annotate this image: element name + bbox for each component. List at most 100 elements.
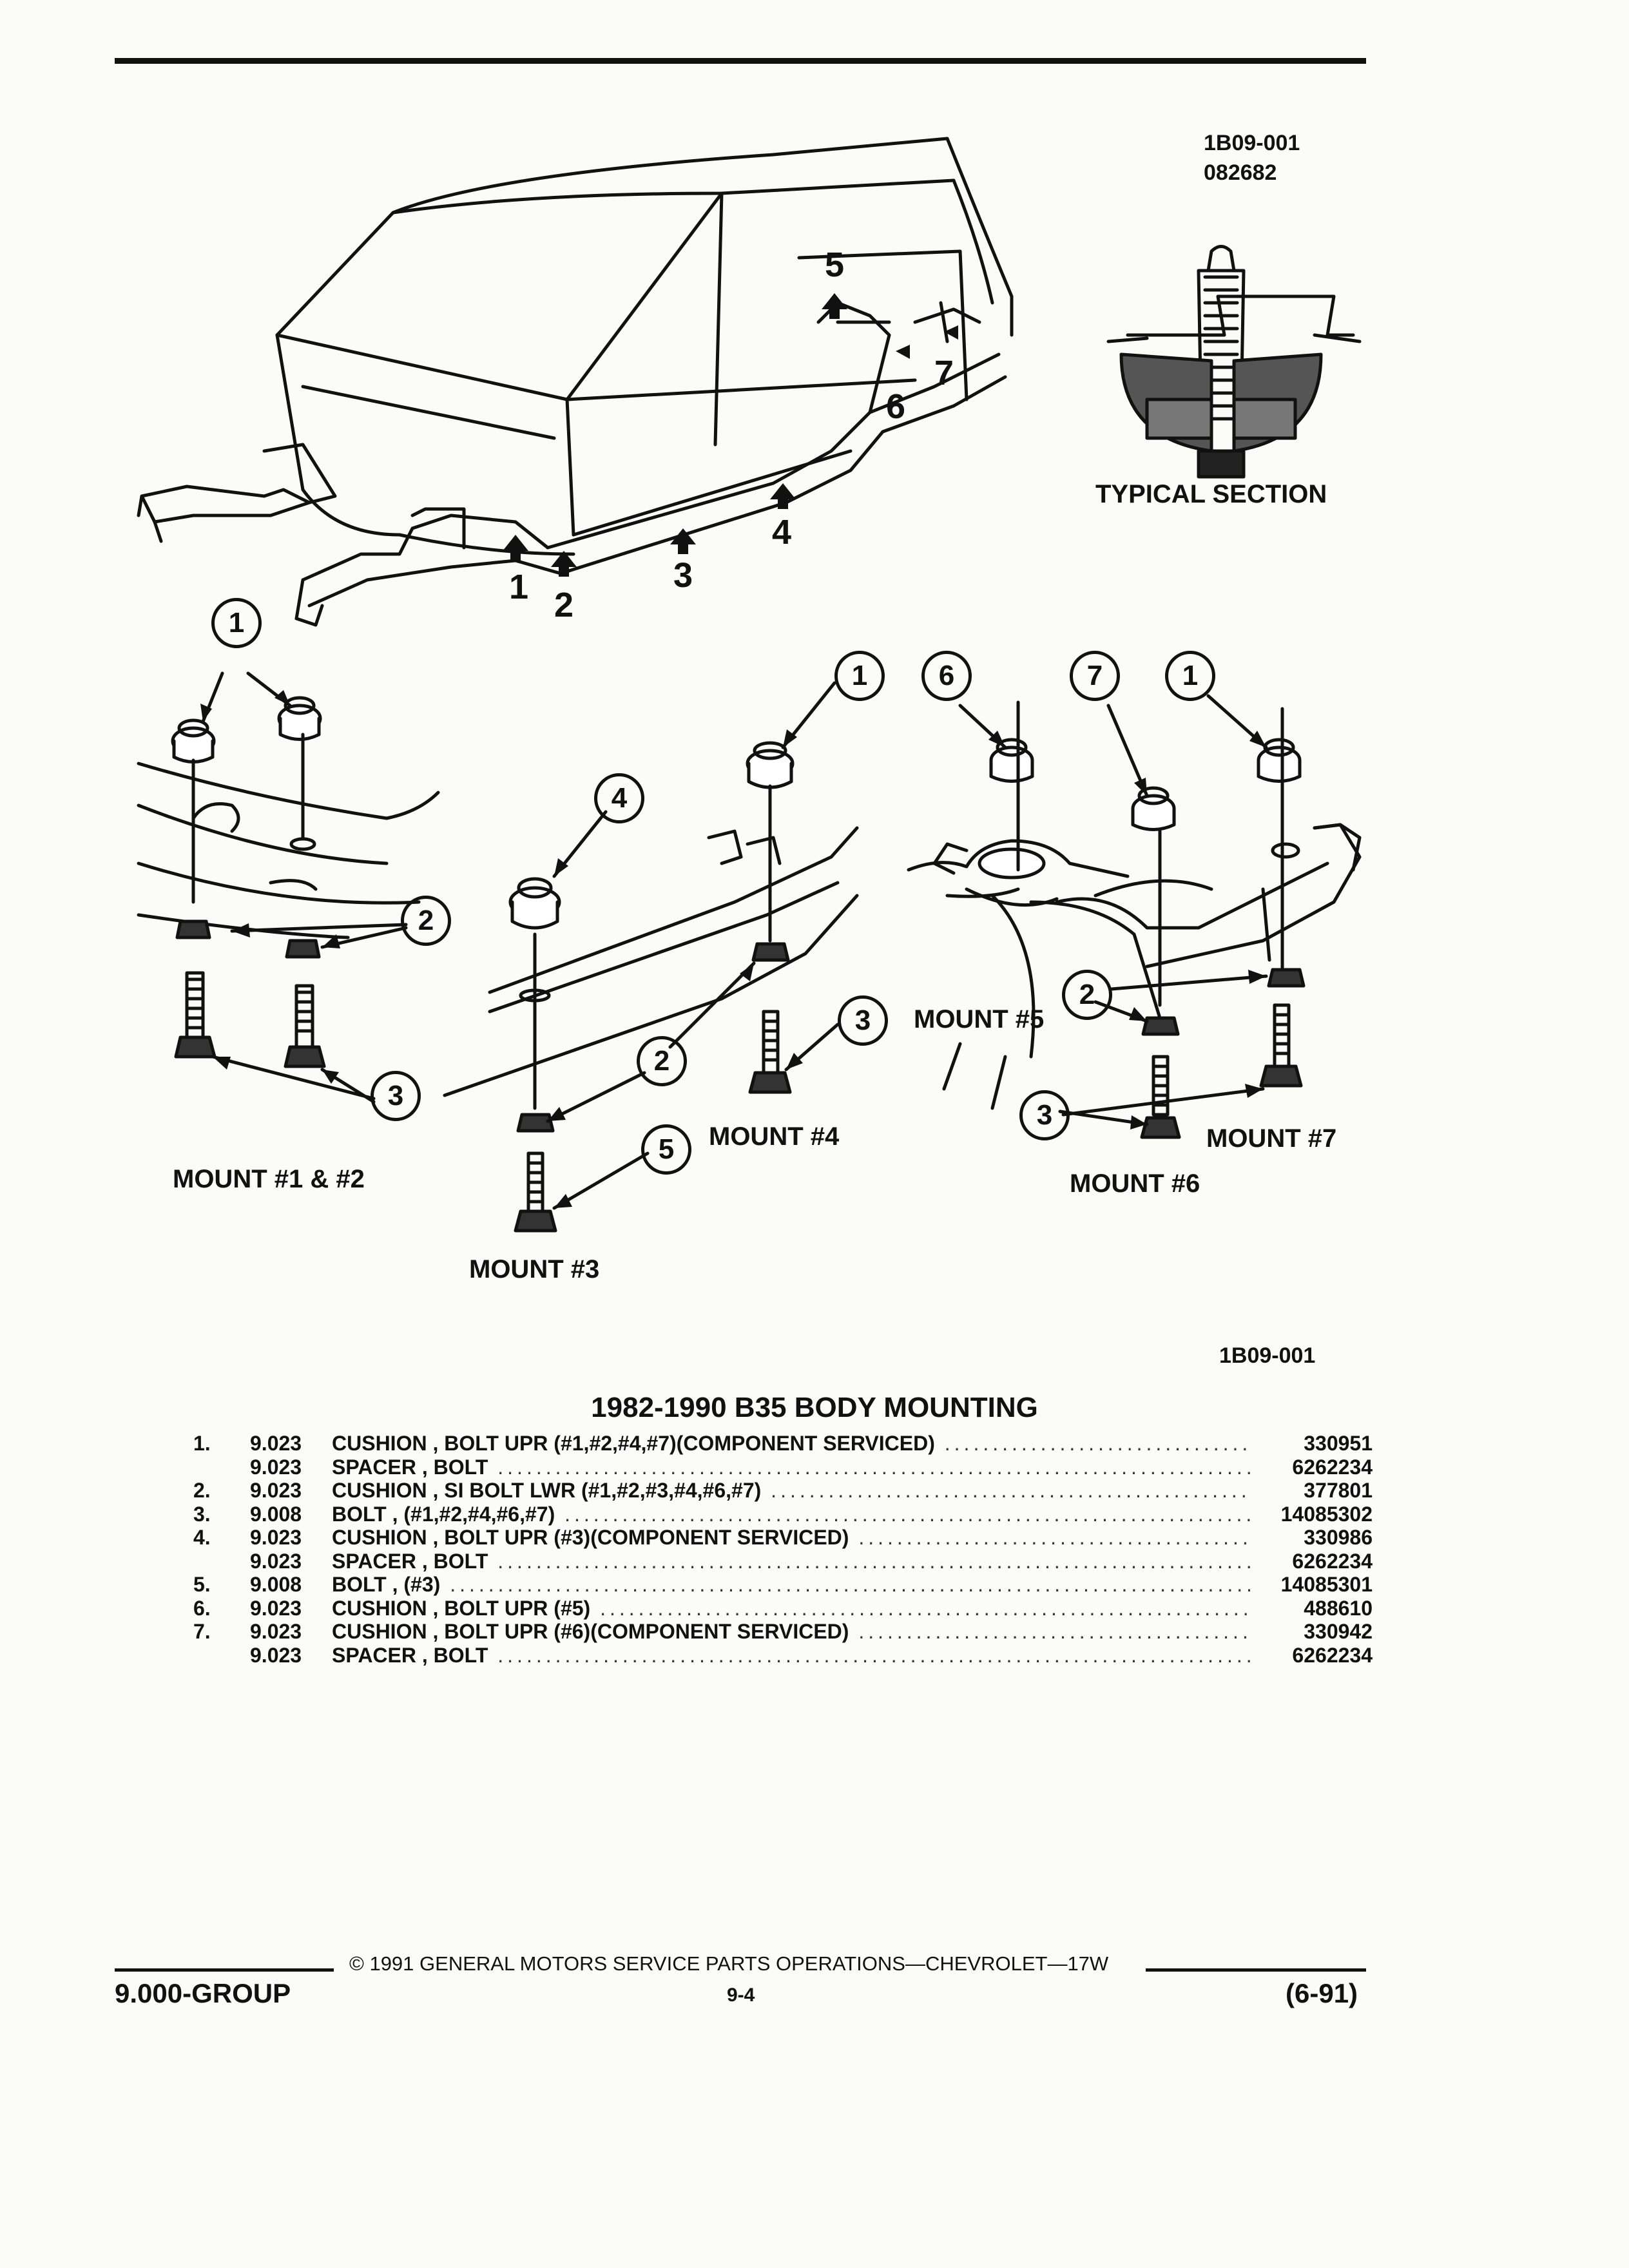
part-description: CUSHION , BOLT UPR (#6)(COMPONENT SERVIC… xyxy=(332,1620,849,1643)
group-number: 9.023 xyxy=(250,1432,302,1455)
group-number: 9.023 xyxy=(250,1526,302,1549)
callout-circle: 2 xyxy=(1062,970,1112,1020)
item-number: 1. xyxy=(193,1432,211,1455)
part-number: 6262234 xyxy=(1292,1455,1373,1479)
callout-number: 1 xyxy=(228,607,245,639)
callout-circle: 6 xyxy=(921,651,972,701)
callout-number: 2 xyxy=(1079,979,1095,1010)
part-description: BOLT , (#3) xyxy=(332,1573,441,1596)
group-number: 9.008 xyxy=(250,1502,302,1526)
mount-4-label: MOUNT #4 xyxy=(709,1122,840,1151)
mount-7-label: MOUNT #7 xyxy=(1206,1124,1337,1153)
footer-copyright: © 1991 GENERAL MOTORS SERVICE PARTS OPER… xyxy=(349,1952,1109,1975)
part-number: 14085302 xyxy=(1280,1502,1373,1526)
footer-rule-right xyxy=(1146,1968,1366,1972)
callout-number: 3 xyxy=(387,1080,404,1111)
item-number: 4. xyxy=(193,1526,211,1549)
footer-rule-left xyxy=(115,1968,334,1972)
group-number: 9.008 xyxy=(250,1573,302,1596)
mount-3-label: MOUNT #3 xyxy=(469,1255,600,1283)
mount-5-6-7-drawing xyxy=(907,694,1362,1139)
part-description: BOLT , (#1,#2,#4,#6,#7) xyxy=(332,1502,555,1526)
mount-5-label: MOUNT #5 xyxy=(914,1005,1045,1033)
vehicle-mount-arrows xyxy=(503,293,958,577)
part-description: SPACER , BOLT xyxy=(332,1643,488,1667)
parts-table-title: 1982-1990 B35 BODY MOUNTING xyxy=(591,1392,1038,1423)
part-number: 6262234 xyxy=(1292,1549,1373,1573)
table-row: 4. 9.023 CUSHION , BOLT UPR (#3)(COMPONE… xyxy=(193,1526,1373,1549)
part-description: SPACER , BOLT xyxy=(332,1549,488,1573)
callout-number: 2 xyxy=(653,1045,670,1077)
typical-section-drawing xyxy=(1106,245,1362,479)
callout-circle: 3 xyxy=(1019,1090,1070,1140)
table-row: 5. 9.008 BOLT , (#3) ...................… xyxy=(193,1573,1373,1596)
vehicle-callout-2: 2 xyxy=(554,586,574,624)
vehicle-callout-7: 7 xyxy=(934,354,954,392)
vehicle-callout-5: 5 xyxy=(825,245,845,284)
footer-group: 9.000-GROUP xyxy=(115,1978,291,2008)
part-number: 330986 xyxy=(1304,1526,1373,1549)
part-number: 377801 xyxy=(1304,1479,1373,1502)
callout-number: 1 xyxy=(851,660,868,691)
callout-number: 7 xyxy=(1086,660,1103,691)
part-description: CUSHION , SI BOLT LWR (#1,#2,#3,#4,#6,#7… xyxy=(332,1479,762,1502)
mount-1-2-drawing xyxy=(137,671,440,1104)
callout-number: 4 xyxy=(611,782,628,814)
callout-number: 3 xyxy=(1036,1099,1053,1131)
part-description: CUSHION , BOLT UPR (#5) xyxy=(332,1596,591,1620)
item-number: 2. xyxy=(193,1479,211,1502)
item-number: 6. xyxy=(193,1596,211,1620)
item-number: 5. xyxy=(193,1573,211,1596)
vehicle-body-outline xyxy=(275,137,1014,556)
callout-circle: 2 xyxy=(637,1036,687,1086)
table-row: 9.023 SPACER , BOLT ....................… xyxy=(250,1643,1373,1667)
vehicle-callout-4: 4 xyxy=(772,513,792,552)
vehicle-callout-3: 3 xyxy=(673,556,693,595)
header-code-1: 1B09-001 xyxy=(1204,131,1300,155)
body-mounting-illustration xyxy=(137,137,1362,1233)
group-number: 9.023 xyxy=(250,1596,302,1620)
group-number: 9.023 xyxy=(250,1455,302,1479)
table-row: 7. 9.023 CUSHION , BOLT UPR (#6)(COMPONE… xyxy=(193,1620,1373,1643)
part-number: 488610 xyxy=(1304,1596,1373,1620)
callout-circle: 1 xyxy=(211,598,262,648)
footer-page: 9-4 xyxy=(727,1984,755,2006)
callout-circle: 2 xyxy=(401,896,451,946)
callout-circle: 3 xyxy=(838,995,888,1046)
item-number: 7. xyxy=(193,1620,211,1643)
table-row: 3. 9.008 BOLT , (#1,#2,#4,#6,#7) .......… xyxy=(193,1502,1373,1526)
part-description: CUSHION , BOLT UPR (#3)(COMPONENT SERVIC… xyxy=(332,1526,849,1549)
callout-circle: 5 xyxy=(641,1124,691,1175)
callout-circle: 7 xyxy=(1070,651,1120,701)
part-number: 6262234 xyxy=(1292,1643,1373,1667)
callout-number: 6 xyxy=(938,660,955,691)
figure-code: 1B09-001 xyxy=(1219,1343,1316,1368)
callout-number: 2 xyxy=(418,905,434,936)
item-number: 3. xyxy=(193,1502,211,1526)
group-number: 9.023 xyxy=(250,1549,302,1573)
mount-1-2-label: MOUNT #1 & #2 xyxy=(173,1165,365,1193)
parts-table: 1. 9.023 CUSHION , BOLT UPR (#1,#2,#4,#7… xyxy=(193,1432,1373,1667)
callout-circle: 4 xyxy=(594,773,644,823)
header-code-2: 082682 xyxy=(1204,160,1277,185)
vehicle-callout-6: 6 xyxy=(886,387,906,426)
table-row: 9.023 SPACER , BOLT ....................… xyxy=(250,1455,1373,1479)
part-description: CUSHION , BOLT UPR (#1,#2,#4,#7)(COMPONE… xyxy=(332,1432,935,1455)
group-number: 9.023 xyxy=(250,1479,302,1502)
top-rule xyxy=(115,58,1366,64)
part-description: SPACER , BOLT xyxy=(332,1455,488,1479)
part-number: 330942 xyxy=(1304,1620,1373,1643)
typical-section-label: TYPICAL SECTION xyxy=(1095,480,1327,508)
leader-arrowheads xyxy=(200,690,1266,1208)
group-number: 9.023 xyxy=(250,1620,302,1643)
group-number: 9.023 xyxy=(250,1643,302,1667)
footer-date: (6-91) xyxy=(1286,1978,1358,2008)
table-row: 1. 9.023 CUSHION , BOLT UPR (#1,#2,#4,#7… xyxy=(193,1432,1373,1455)
vehicle-frame xyxy=(137,301,1007,627)
table-row: 9.023 SPACER , BOLT ....................… xyxy=(250,1549,1373,1573)
mount-6-label: MOUNT #6 xyxy=(1070,1169,1200,1198)
table-row: 6. 9.023 CUSHION , BOLT UPR (#5) .......… xyxy=(193,1596,1373,1620)
part-number: 14085301 xyxy=(1280,1573,1373,1596)
callout-number: 1 xyxy=(1182,660,1199,691)
part-number: 330951 xyxy=(1304,1432,1373,1455)
